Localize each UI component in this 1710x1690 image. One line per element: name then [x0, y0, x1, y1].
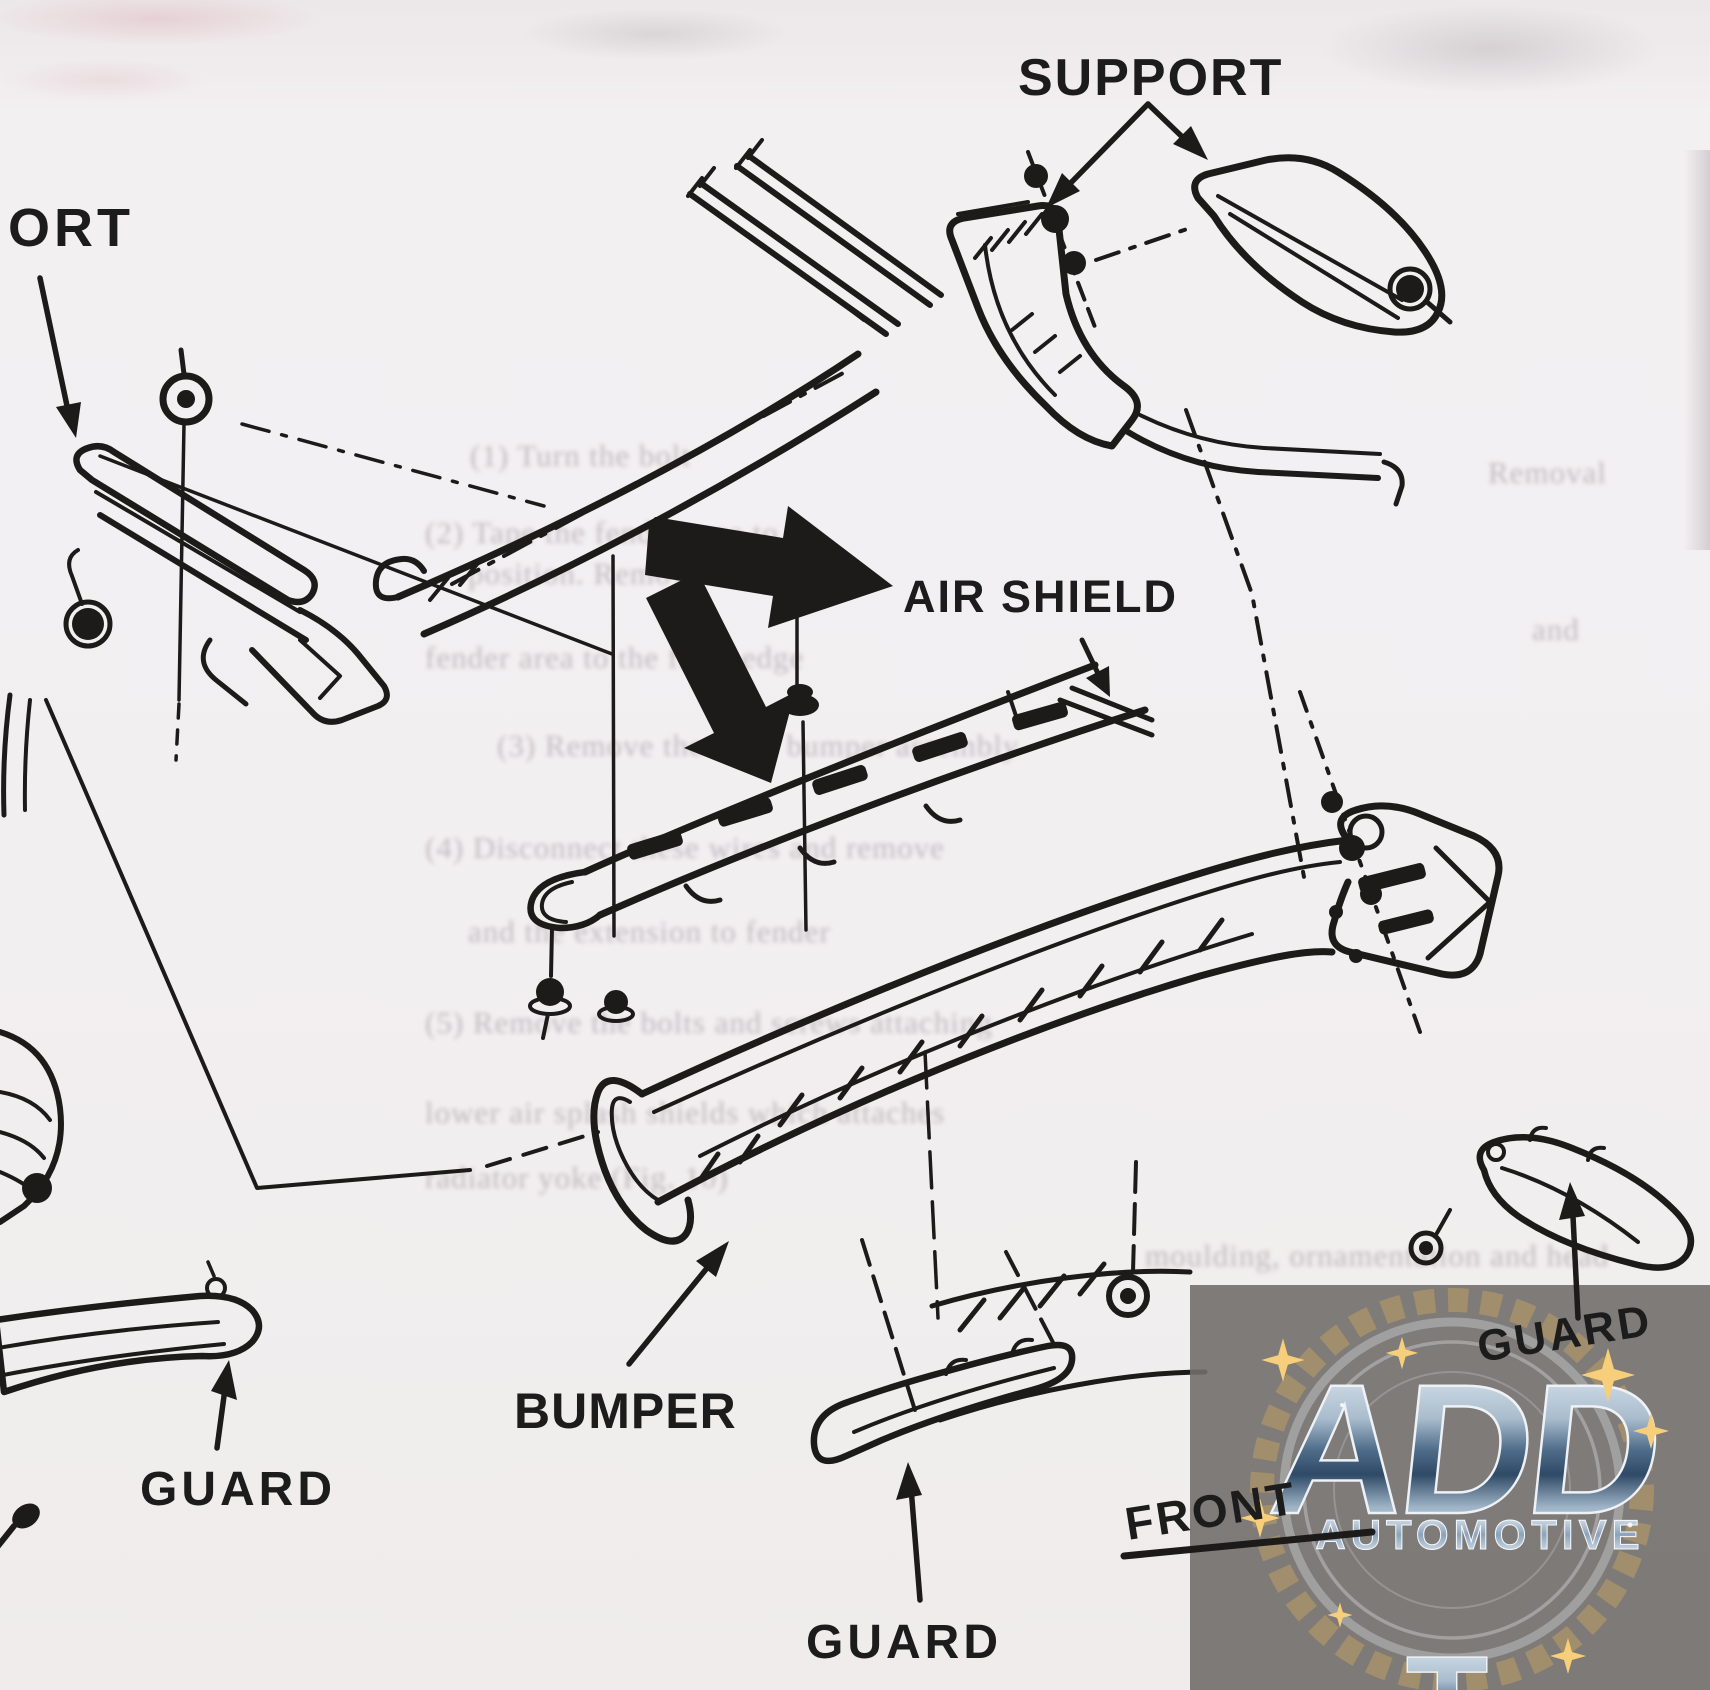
leader-arrows	[37, 101, 1208, 1603]
ghost-text-line: (4) Disconnect these wires and remove	[425, 830, 945, 865]
ghost-text-line: and the extension to fender	[468, 914, 831, 949]
label-guard-bottom: GUARD	[806, 1616, 1002, 1669]
watermark-tm-m: M	[1442, 1672, 1538, 1690]
watermark-background	[1190, 1285, 1710, 1690]
ghost-text-line: and	[1532, 612, 1580, 647]
left-support-bracket	[73, 442, 390, 725]
highlight-arrow	[645, 506, 893, 783]
label-support: SUPPORT	[1018, 49, 1283, 107]
label-guard-right: GUARD	[1474, 1296, 1656, 1372]
right-support-bracket	[1191, 154, 1446, 336]
air-shield-part	[527, 661, 1155, 932]
construction-lines	[44, 150, 1422, 1422]
bottom-guard-part	[810, 1337, 1076, 1465]
ghost-text-line: Removal	[1488, 455, 1607, 490]
ghost-text-line: (5) Remove the bolts and screws attachin…	[425, 1005, 993, 1040]
label-support-partial: ORT	[8, 198, 134, 258]
bolts-and-fasteners	[63, 164, 1453, 1318]
front-bumper-bar	[590, 802, 1503, 1423]
label-air-shield: AIR SHIELD	[903, 571, 1178, 622]
watermark-tm-t: T	[1406, 1628, 1488, 1690]
frame-rails	[686, 138, 944, 337]
left-edge-parts	[0, 692, 64, 1549]
gear-icon	[1250, 1288, 1654, 1690]
left-guard-part	[0, 1260, 263, 1396]
upper-bumper-bar	[372, 350, 880, 638]
label-guard-lower-left: GUARD	[140, 1463, 336, 1516]
front-direction: FRONT	[1120, 1471, 1376, 1560]
guard-right-leader	[1559, 1182, 1585, 1321]
watermark-tm-monogram: T M	[1405, 1627, 1539, 1690]
center-support-bracket	[946, 200, 1405, 507]
ghost-text-line: moulding, ornamentation and head	[1145, 1238, 1610, 1273]
ghost-text-line: (1) Turn the bolt	[470, 438, 692, 473]
label-bumper: BUMPER	[514, 1383, 737, 1439]
sparkle-icons	[1240, 1336, 1669, 1674]
